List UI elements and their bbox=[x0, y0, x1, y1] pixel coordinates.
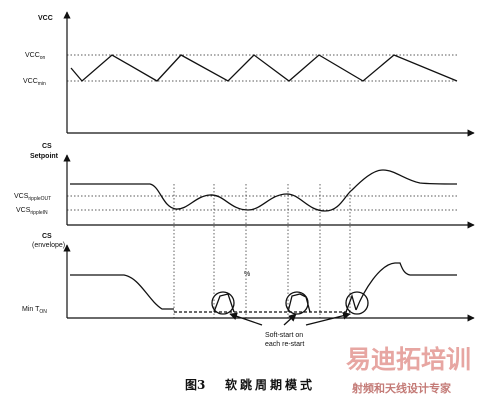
small-marker-glyph: % bbox=[244, 271, 250, 278]
cs-envelope-recovery bbox=[355, 262, 457, 311]
annotation-arrow-2 bbox=[283, 313, 297, 326]
vcs-ripple-in-label: VCSrippleIN bbox=[16, 207, 48, 216]
cs-envelope-waveform bbox=[70, 274, 174, 310]
cs-envelope-title-line1: CS bbox=[42, 233, 52, 240]
watermark-brand: 易迪拓培训 bbox=[346, 345, 471, 374]
soft-start-note-line2: each re-start bbox=[265, 341, 304, 348]
vcc-sawtooth-waveform bbox=[70, 54, 458, 82]
watermark-tagline: 射频和天线设计专家 bbox=[351, 381, 452, 395]
cs-setpoint-waveform bbox=[70, 169, 458, 212]
vcc-on-label: VCCon bbox=[25, 52, 46, 61]
vcc-min-label: VCCmin bbox=[23, 78, 46, 87]
cs-envelope-panel: CS (envelope) Min TON Soft-start on each… bbox=[22, 233, 475, 348]
vcc-axis-title: VCC bbox=[38, 15, 53, 22]
vcc-panel: VCC VCCon VCCmin bbox=[23, 11, 475, 137]
cs-envelope-title-line2: (envelope) bbox=[32, 242, 65, 249]
cs-setpoint-title-line2: Setpoint bbox=[30, 153, 59, 160]
figure-caption-title: 软跳周期模式 bbox=[225, 377, 315, 392]
annotation-arrow-1 bbox=[229, 312, 263, 326]
annotation-arrow-3 bbox=[305, 311, 351, 326]
soft-start-circle-1 bbox=[211, 291, 235, 315]
burst-pulse-1 bbox=[213, 293, 235, 313]
figure-number: 图3 bbox=[185, 378, 205, 392]
soft-start-circle-2 bbox=[285, 291, 309, 315]
sync-lines bbox=[173, 184, 351, 318]
soft-start-circle-3 bbox=[345, 291, 369, 315]
cs-setpoint-title-line1: CS bbox=[42, 143, 52, 150]
soft-start-note-line1: Soft-start on bbox=[265, 332, 303, 339]
cs-setpoint-panel: CS Setpoint VCSrippleOUT VCSrippleIN bbox=[14, 143, 475, 229]
burst-pulse-3 bbox=[345, 293, 357, 313]
min-ton-label: Min TON bbox=[22, 306, 47, 315]
vcs-ripple-out-label: VCSrippleOUT bbox=[14, 193, 51, 202]
